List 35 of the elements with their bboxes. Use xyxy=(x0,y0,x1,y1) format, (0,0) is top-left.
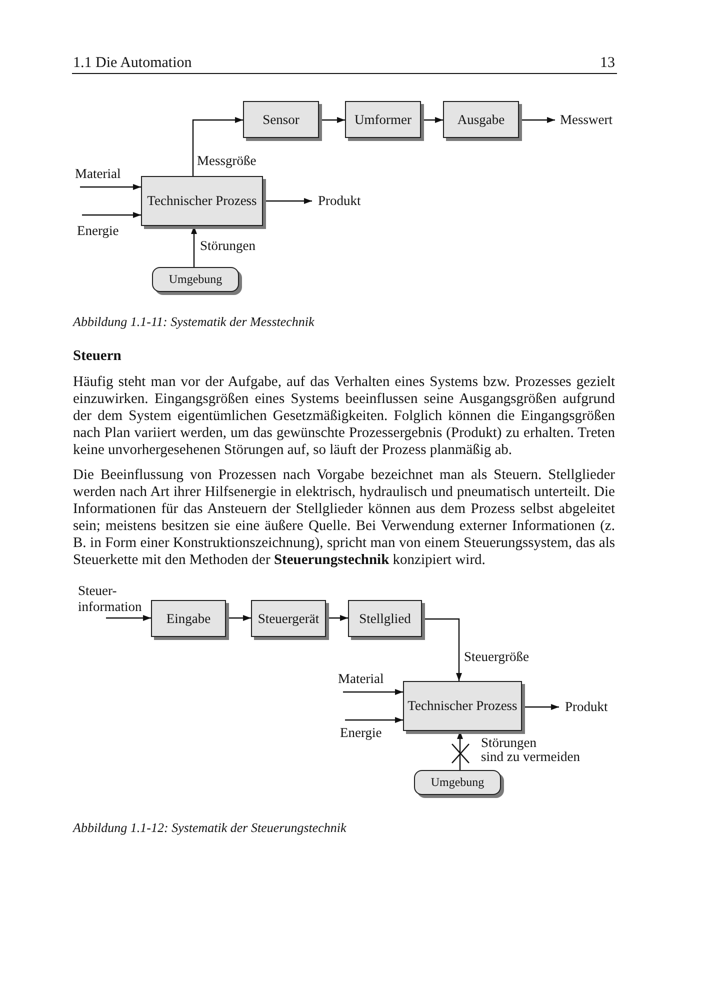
edge-label: Energie xyxy=(340,725,382,741)
figure-caption: Abbildung 1.1-12: Systematik der Steuerungstechnik xyxy=(73,821,346,836)
process-box: Technischer Prozess xyxy=(141,176,266,229)
output-label: Produkt xyxy=(318,193,361,209)
body-paragraph: Die Beeinflussung von Prozessen nach Vorgabe bezeichnet man als Steuern. Stellglieder werden nach Art ihrer Hilfsenergie in elektrisch, hydraulisch und pneumatisch unterteilt. Die Informationen für das Ansteuern der Stellglieder können aus dem Prozess selbst abgeleitet sein; meistens besitzen sie eine äußere Quelle. Bei Verwendung externer Informationen (z. B. in Form einer Konstruktionszeichnung), spricht man von einem Steuerungssystem, das als Steuerkette mit den Methoden der Steuerungstechnik konzipiert wird. xyxy=(73,467,615,569)
process-box: Eingabe xyxy=(151,600,229,640)
arrow xyxy=(80,184,141,190)
process-box: Ausgabe xyxy=(443,101,522,141)
edge-label: Störungen xyxy=(200,238,256,254)
arrow xyxy=(343,689,403,695)
arrow xyxy=(106,615,151,621)
rounded-process-box: Umgebung xyxy=(152,267,242,295)
edge-label: Energie xyxy=(77,223,119,239)
body-paragraph: Häufig steht man vor der Aufgabe, auf das Verhalten eines Systems bzw. Prozesses gezielt einzuwirken. Eingangsgrößen eines Systems beeinflussen seine Ausgangsgrößen aufgrund der dem System eigentümlichen Gesetzmäßigkeiten. Folglich können die Eingangsgrößen nach Plan variiert werden, um das gewünschte Prozessergebnis (Produkt) zu erhalten. Treten keine unvorhergesehenen Störungen auf, so läuft der Prozess planmäßig ab. xyxy=(73,374,615,459)
arrow xyxy=(345,717,403,723)
edge-label: Steuer- information xyxy=(78,583,142,615)
process-box: Sensor xyxy=(243,101,322,141)
edge-label: Messgröße xyxy=(197,153,256,169)
page-number: 13 xyxy=(600,55,615,72)
output-label: Produkt xyxy=(565,699,608,715)
running-header: 1.1 Die Automation xyxy=(73,55,192,72)
rounded-process-box: Umgebung xyxy=(414,770,504,798)
edge-label: Störungen sind zu vermeiden xyxy=(481,736,580,763)
process-box: Umformer xyxy=(345,101,424,141)
arrow xyxy=(82,212,141,218)
arrow xyxy=(192,117,243,176)
process-box: Stellglied xyxy=(348,600,425,640)
section-heading: Steuern xyxy=(73,348,122,365)
figure-caption: Abbildung 1.1-11: Systematik der Messtechnik xyxy=(73,315,314,330)
output-label: Messwert xyxy=(560,112,612,128)
edge-label: Material xyxy=(338,671,384,687)
edge-label: Steuergröße xyxy=(464,649,529,665)
process-box: Technischer Prozess xyxy=(403,681,525,734)
process-box: Steuergerät xyxy=(251,600,329,640)
edge-label: Material xyxy=(75,166,121,182)
